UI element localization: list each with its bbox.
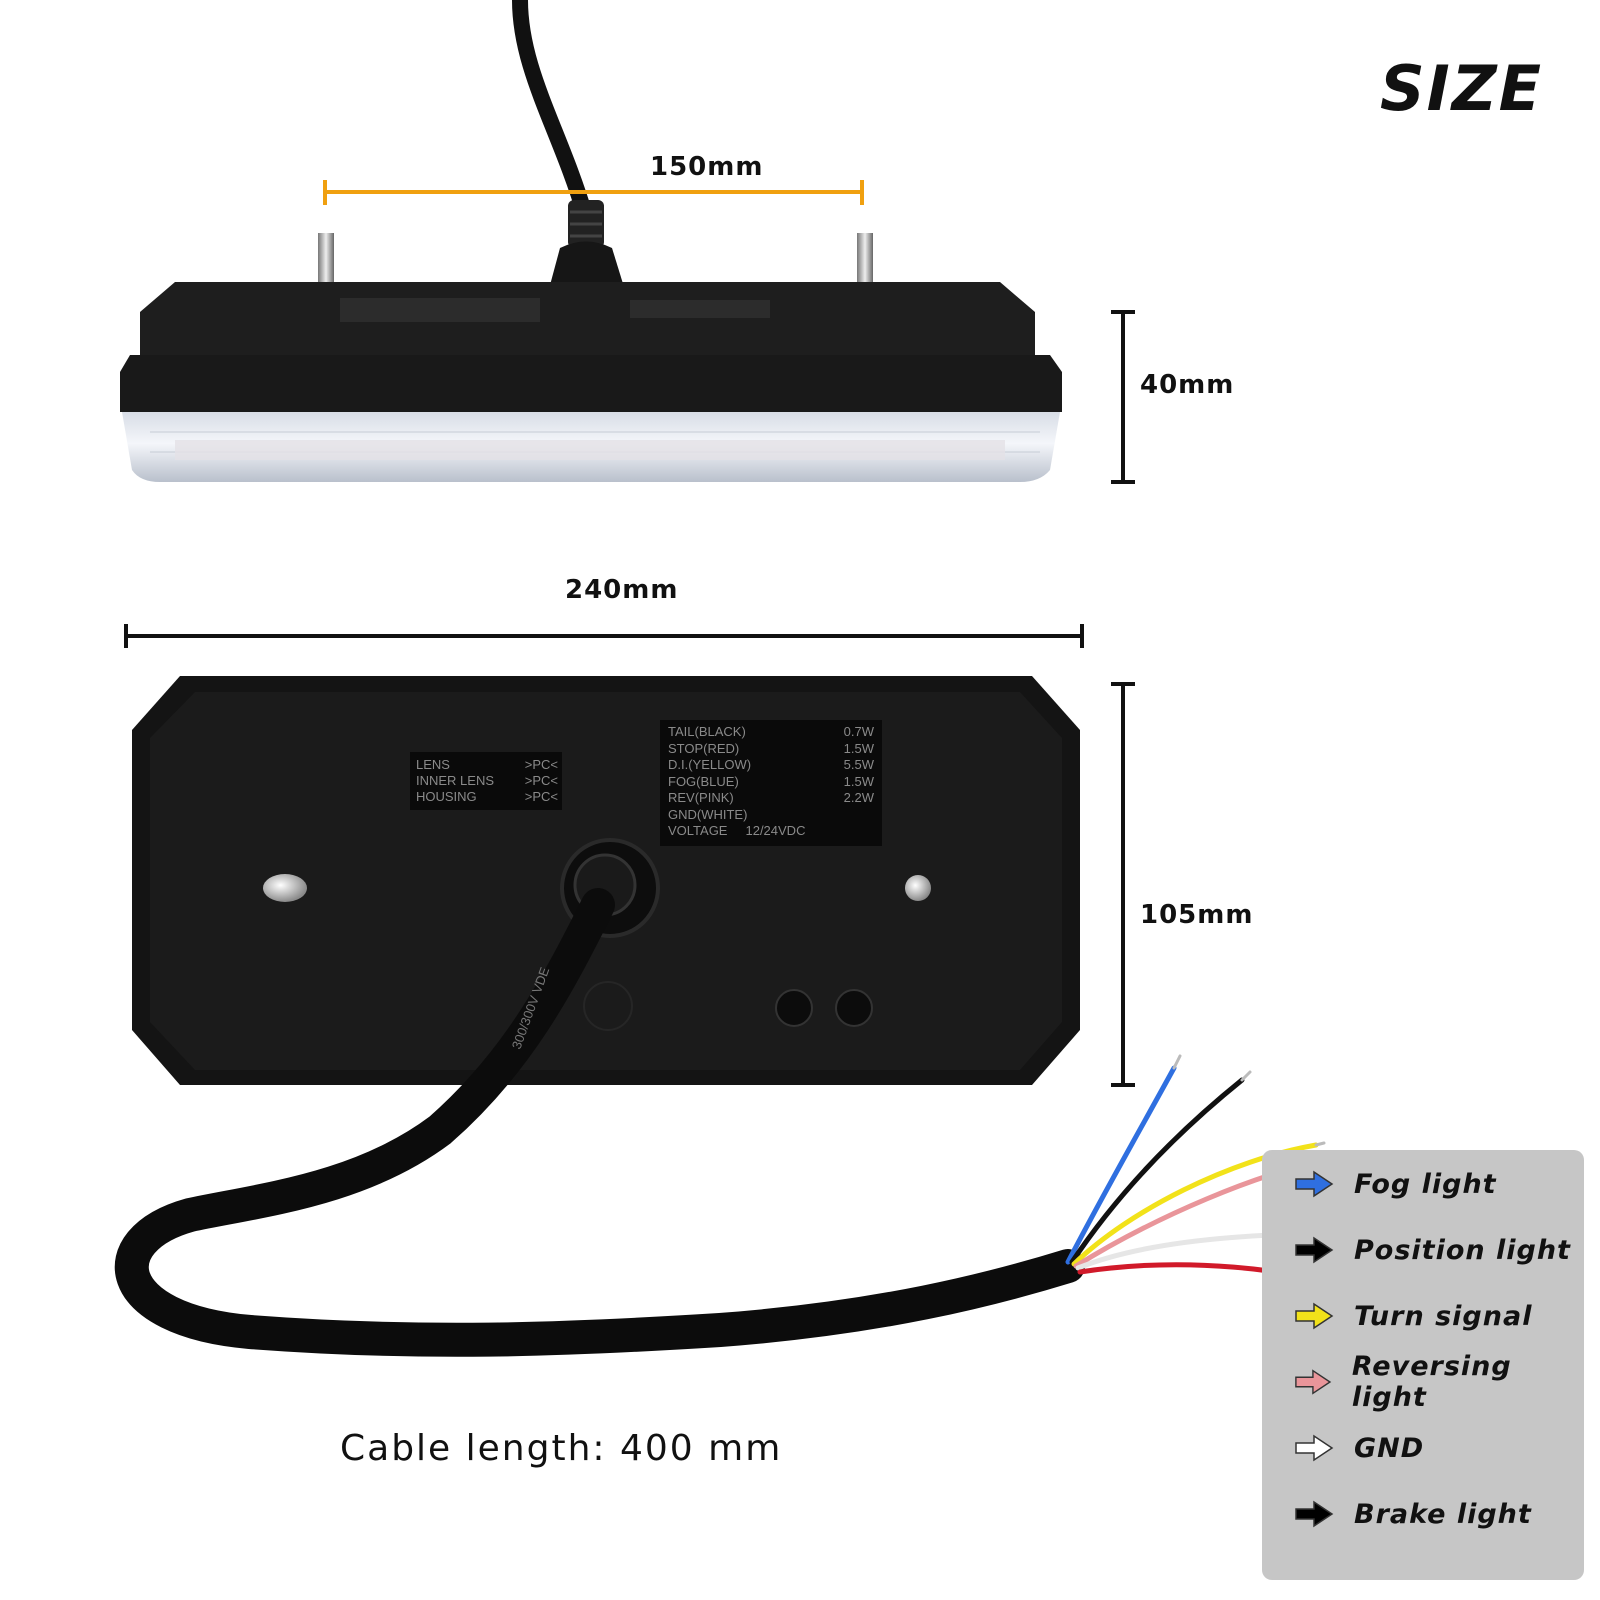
main-cable <box>114 888 1085 1357</box>
stud-right <box>905 875 931 901</box>
spec-row-value: 12/24VDC <box>745 823 806 838</box>
bolt-right-top <box>857 233 873 289</box>
spec-row-value: 0.7W <box>843 724 874 739</box>
material-plate-text: LENS >PC< INNER LENS >PC< HOUSING >PC< <box>416 757 558 805</box>
length-label: 240mm <box>565 575 679 605</box>
date-dial-left <box>775 989 813 1027</box>
legend-label: GND <box>1354 1432 1425 1464</box>
arrow-right-icon <box>1295 1434 1334 1462</box>
top-backplate <box>140 282 1035 355</box>
wire-black <box>1069 1077 1245 1265</box>
depth-dimension <box>1111 310 1135 484</box>
material-row-value: >PC< <box>524 789 558 804</box>
spec-row-value: 1.5W <box>843 740 874 756</box>
page-title: SIZE <box>1380 52 1544 125</box>
legend-item-brake: Brake light <box>1294 1494 1532 1534</box>
legend-label: Position light <box>1354 1234 1571 1266</box>
stud-left <box>263 874 307 902</box>
arrow-right-icon <box>1295 1500 1334 1528</box>
legend-item-turn: Turn signal <box>1294 1296 1532 1336</box>
bolt-spacing-dimension <box>323 180 864 205</box>
top-housing <box>120 355 1062 412</box>
bolt-spacing-label: 150mm <box>650 152 764 182</box>
cable-length-label: Cable length: 400 mm <box>340 1428 783 1469</box>
material-plate <box>410 752 562 810</box>
spec-plate-text: TAIL(BLACK) 0.7W STOP(RED) 1.5W D.I.(YELLO… <box>668 724 874 840</box>
depth-label: 40mm <box>1140 370 1235 400</box>
legend-item-position: Position light <box>1294 1230 1571 1270</box>
height-dimension <box>1111 682 1135 1087</box>
spec-row-name: FOG(BLUE) <box>668 773 739 789</box>
height-label: 105mm <box>1140 900 1254 930</box>
length-dimension <box>124 624 1084 648</box>
legend-label: Brake light <box>1354 1498 1532 1530</box>
spec-row-value: 2.2W <box>843 790 874 805</box>
arrow-right-icon <box>1295 1236 1334 1264</box>
arrow-right-icon <box>1295 1369 1332 1395</box>
spec-row-name: TAIL(BLACK) <box>668 724 746 739</box>
legend-label: Reversing light <box>1351 1351 1512 1413</box>
top-cable <box>512 0 593 223</box>
spec-row-name: REV(PINK) <box>668 790 734 805</box>
material-row-name: INNER LENS <box>416 773 495 788</box>
spec-row-name: D.I.(YELLOW) <box>668 757 752 772</box>
spec-row-name: GND(WHITE) <box>668 806 748 822</box>
material-row-value: >PC< <box>524 757 558 772</box>
material-row-name: HOUSING <box>416 789 477 804</box>
spec-plate <box>660 720 882 846</box>
date-dial-right <box>835 989 873 1027</box>
legend-label: Fog light <box>1354 1168 1497 1200</box>
wire-blue <box>1065 1065 1177 1265</box>
bolt-left-top <box>318 233 334 289</box>
spec-row-name: STOP(RED) <box>668 740 740 756</box>
material-row-value: >PC< <box>524 773 558 788</box>
legend-label: Turn signal <box>1354 1300 1533 1332</box>
legend-item-fog: Fog light <box>1294 1164 1497 1204</box>
spec-row-name: VOLTAGE <box>668 823 728 838</box>
legend-item-reversing: Reversing light <box>1294 1351 1584 1413</box>
spec-row-value: 5.5W <box>843 757 874 772</box>
legend-item-gnd: GND <box>1294 1428 1424 1468</box>
spec-row-value: 1.5W <box>843 773 874 789</box>
material-row-name: LENS <box>416 757 450 772</box>
arrow-right-icon <box>1295 1302 1334 1330</box>
arrow-right-icon <box>1295 1170 1334 1198</box>
wire-legend: Fog light Position light Turn signal Rev… <box>1262 1150 1584 1580</box>
